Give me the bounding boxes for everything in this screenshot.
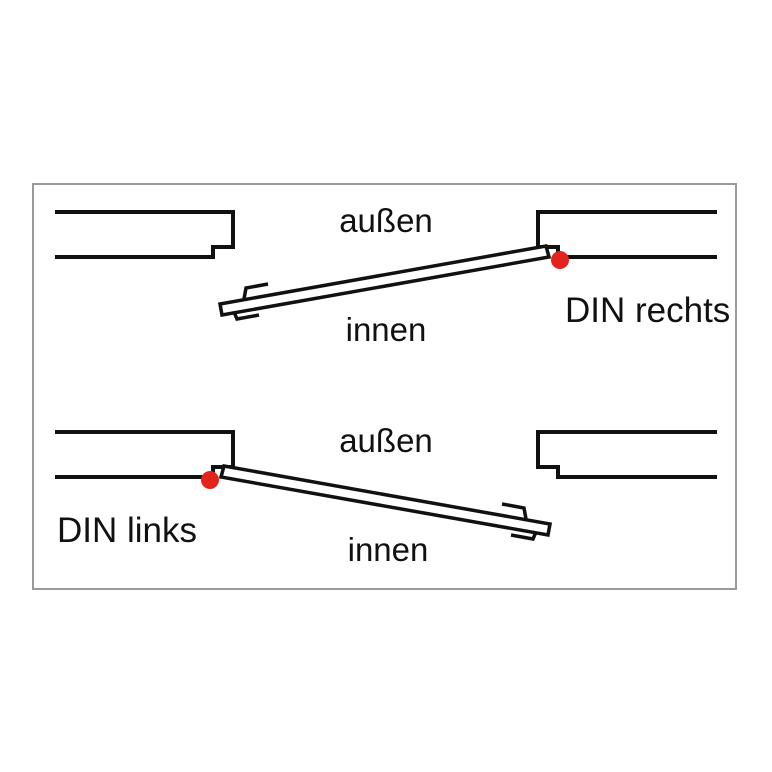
din-rechts-outside-label: außen xyxy=(339,202,433,239)
din-rechts-door-leaf xyxy=(217,243,552,318)
din-links-diagram: außen innen DIN links xyxy=(55,422,717,568)
din-rechts-inside-label: innen xyxy=(346,311,427,348)
din-links-inside-label: innen xyxy=(348,531,429,568)
din-links-handle-outside-icon xyxy=(501,502,528,520)
din-rechts-diagram: außen innen DIN rechts xyxy=(55,202,730,348)
din-rechts-label: DIN rechts xyxy=(565,291,730,330)
din-links-label: DIN links xyxy=(57,511,197,550)
din-links-hinge-dot xyxy=(201,471,219,489)
din-rechts-wall-left xyxy=(55,210,235,259)
din-rechts-handle-inside-icon xyxy=(232,311,260,321)
din-rechts-hinge-dot xyxy=(551,251,569,269)
din-links-wall-right xyxy=(536,430,717,479)
din-links-door-leaf xyxy=(218,463,553,538)
din-links-handle-inside-icon xyxy=(510,531,538,541)
diagram-frame xyxy=(32,183,737,590)
din-rechts-handle-outside-icon xyxy=(242,282,269,300)
din-links-outside-label: außen xyxy=(339,422,433,459)
